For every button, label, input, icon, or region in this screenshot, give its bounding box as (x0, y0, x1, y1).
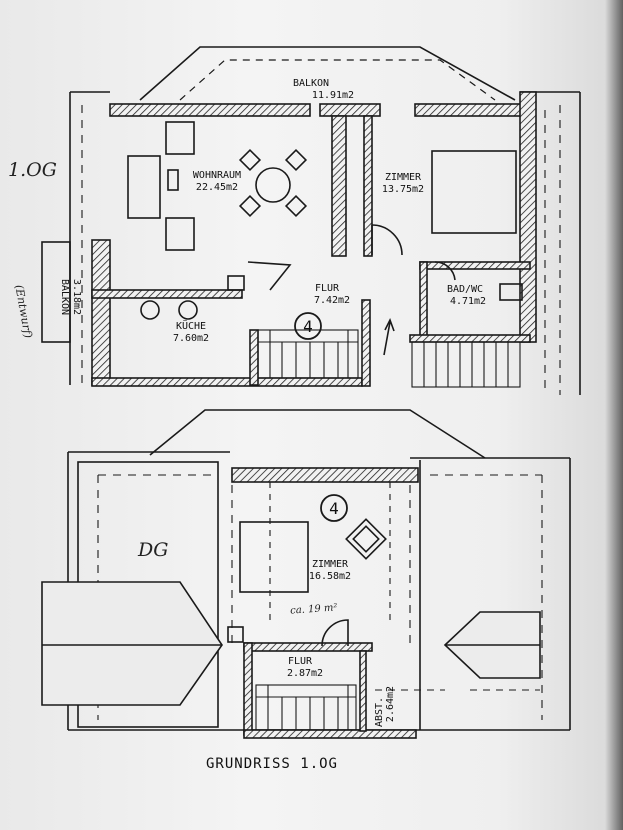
wall (331, 115, 347, 257)
wall (361, 299, 371, 387)
side-note: (Entwurf) (12, 284, 34, 339)
room-area-flur-upper: 7.42m2 (314, 295, 350, 306)
sofa (127, 155, 161, 219)
lower-room-labels: DG ZIMMER 16.58m2 ca. 19 m² FLUR 2.87m2 … (137, 499, 396, 727)
wall (243, 642, 373, 652)
handwritten-area: ca. 19 m² (290, 602, 338, 616)
bed-lower (239, 521, 309, 593)
room-name-wohnraum: WOHNRAUM (193, 170, 241, 181)
wall (419, 261, 428, 341)
wall (249, 329, 259, 386)
wall (359, 650, 367, 732)
room-name-kueche: KÜCHE (176, 319, 206, 332)
room-name-abst: ABST. (374, 697, 385, 727)
lower-roof-outline (149, 409, 486, 459)
lower-unit-circle (320, 494, 348, 522)
upper-unit-number: 4 (303, 317, 313, 336)
wall (243, 729, 417, 739)
room-name-zimmer-upper: ZIMMER (385, 172, 422, 183)
upper-room-labels: BALKON 11.91m2 WOHNRAUM 22.45m2 ZIMMER 1… (59, 78, 486, 344)
lower-staircase (255, 684, 357, 731)
wall (414, 103, 534, 117)
bed (431, 150, 517, 234)
room-area-balkon-side: 3.18m2 (71, 279, 82, 315)
paper-edge-shadow (605, 0, 623, 830)
room-area-flur-lower: 2.87m2 (287, 668, 323, 679)
room-name-balkon-top: BALKON (293, 78, 329, 89)
wall (319, 103, 381, 117)
dining-table (255, 167, 291, 203)
room-area-zimmer-lower: 16.58m2 (309, 571, 351, 582)
room-name-balkon-side: BALKON (59, 279, 70, 315)
level-note-dg: DG (137, 539, 168, 561)
room-area-balkon-top: 11.91m2 (312, 90, 354, 101)
room-area-bad-wc: 4.71m2 (450, 296, 486, 307)
room-area-wohnraum: 22.45m2 (196, 182, 238, 193)
wall (91, 377, 363, 387)
wall (519, 91, 537, 343)
upper-staircase (257, 329, 359, 379)
room-area-kueche: 7.60m2 (173, 333, 209, 344)
room-name-flur-lower: FLUR (288, 656, 313, 667)
wall (419, 261, 531, 270)
upper-roof-outline (139, 46, 516, 101)
lower-plan (41, 409, 571, 739)
wall (363, 115, 373, 257)
room-name-bad-wc: BAD/WC (447, 284, 483, 295)
wall (109, 103, 311, 117)
wall (91, 289, 243, 299)
room-area-abst: 2.64m2 (385, 686, 396, 722)
wall (243, 642, 253, 736)
room-name-zimmer-lower: ZIMMER (312, 559, 349, 570)
plan-caption: GRUNDRISS 1.OG (206, 756, 338, 772)
upper-unit-circle (294, 312, 322, 340)
wall (409, 334, 531, 343)
lower-right-stairs (411, 341, 521, 388)
lower-unit-number: 4 (329, 499, 339, 518)
room-name-flur-upper: FLUR (315, 283, 340, 294)
upper-plan (41, 46, 581, 395)
room-area-zimmer-upper: 13.75m2 (382, 184, 424, 195)
wall (231, 467, 419, 483)
roof-dormer-left (41, 581, 223, 706)
floor-note: 1.OG (8, 159, 57, 181)
